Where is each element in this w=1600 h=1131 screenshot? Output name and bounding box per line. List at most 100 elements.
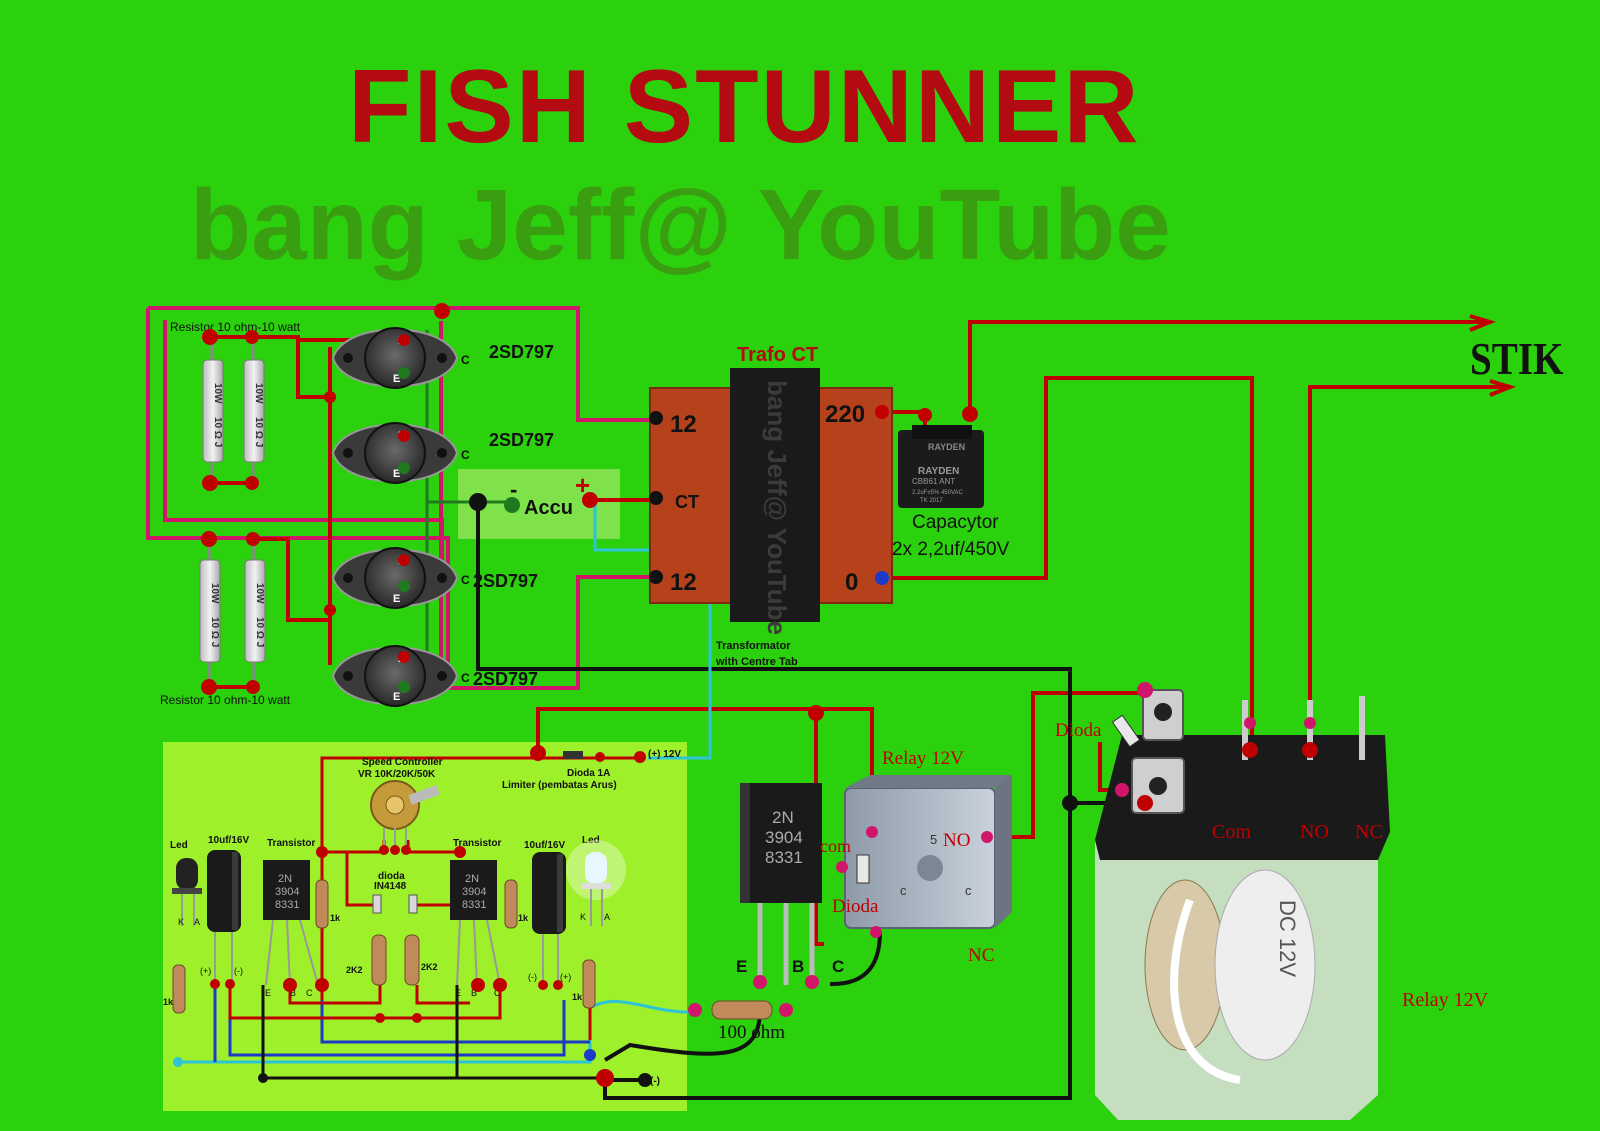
tl-b: B (290, 988, 296, 998)
transistor-right-label: Transistor (453, 838, 501, 849)
transistor-left-line2: 3904 (275, 886, 299, 898)
resistor-1k-a (315, 879, 329, 929)
small-relay-face-3: c (965, 883, 972, 898)
pin-e: E (393, 468, 400, 480)
big-relay-diode-label: Dioda (1055, 720, 1102, 741)
power-transistor-1-label: 2SD797 (489, 342, 554, 362)
transformer-title: Trafo CT (737, 344, 818, 366)
control-board-components: Dioda 1A Limiter (pembatas Arus) (+) 12V… (163, 749, 681, 1087)
pin-e: E (393, 593, 400, 605)
big-relay-com: Com (1212, 821, 1251, 843)
transistor-left-line1: 2N (278, 873, 292, 885)
resistor-r3-value: 10 Ω J (209, 617, 220, 647)
small-relay-face-1: 5 (930, 832, 937, 847)
led-right-label: Led (582, 835, 600, 846)
power-transistor-4: B E C 2SD797 (331, 645, 538, 707)
power-transistor-4-label: 2SD797 (473, 669, 538, 689)
small-relay-diode (856, 854, 870, 884)
pin-c: C (461, 353, 470, 367)
resistor-top-label: Resistor 10 ohm-10 watt (170, 320, 301, 334)
diode-1n4148-label-2: IN4148 (374, 881, 407, 892)
pin-c: C (461, 448, 470, 462)
led-left (172, 858, 202, 926)
transistor-left-label: Transistor (267, 838, 315, 849)
small-relay-com: com (820, 836, 851, 856)
capacitor-brand-top: RAYDEN (928, 442, 965, 452)
led-right-a: A (604, 912, 610, 922)
led-left-a: A (194, 917, 200, 927)
big-relay-diode (1111, 714, 1141, 748)
driver-body-1: 2N (772, 808, 794, 827)
resistor-bottom-label: Resistor 10 ohm-10 watt (160, 693, 291, 707)
black-wires (476, 502, 1140, 1100)
resistor-r4: 10W 10 Ω J (244, 541, 266, 685)
potentiometer (370, 780, 440, 850)
transistor-2n3904-right: 2N 3904 8331 (450, 860, 501, 986)
electrolytic-cap-right (532, 852, 566, 985)
magenta-wires (146, 306, 655, 690)
capacitor-label-2: 2x 2,2uf/450V (892, 539, 1010, 560)
transformer-pin-ct: CT (675, 492, 699, 512)
control-board (163, 742, 687, 1111)
tl-e: E (265, 988, 271, 998)
r-1k-label-d: 1k (572, 992, 583, 1002)
cap-left-minus: (-) (234, 966, 243, 976)
cap-right-plus: (+) (560, 972, 571, 982)
resistor-100-ohm-label: 100 ohm (718, 1022, 785, 1043)
transistor-right-line2: 3904 (462, 886, 486, 898)
resistor-r3-rating: 10W (209, 583, 220, 604)
diode-limiter (563, 751, 583, 759)
r-1k-label-a: 1k (330, 913, 341, 923)
led-left-k: K (178, 917, 184, 927)
resistor-2k2-left (371, 934, 387, 986)
resistor-1k-c (172, 964, 186, 1014)
diagram-title: FISH STUNNER (348, 49, 1141, 165)
led-right (566, 840, 626, 926)
small-relay-no: NO (943, 830, 970, 851)
cap-right-minus: (-) (528, 972, 537, 982)
big-relay-nc: NC (1355, 821, 1383, 843)
resistor-1k-d (582, 959, 596, 1009)
diode-1n4148-b (408, 894, 418, 914)
driver-body-3: 8331 (765, 848, 803, 867)
accu-battery: - Accu + (510, 470, 590, 519)
power-transistor-1: B E C 2SD797 (331, 327, 554, 389)
capacitor-spec: 2.2uF±5% 450VAC (912, 490, 964, 496)
speed-controller-label-1: Speed Controller (362, 757, 443, 768)
driver-body-2: 3904 (765, 828, 803, 847)
junction-dots (173, 303, 1318, 1087)
minus-label: (-) (650, 1076, 660, 1087)
cap-right-label: 10uf/16V (524, 840, 565, 851)
diode-limiter-label-2: Limiter (pembatas Arus) (502, 780, 617, 791)
pin-e: E (393, 373, 400, 385)
accu-minus: - (510, 477, 517, 502)
resistor-r1-rating: 10W (212, 383, 223, 404)
resistor-r1: 10W 10 Ω J (202, 340, 224, 480)
diode-1n4148-a (372, 894, 382, 914)
power-transistor-2-label: 2SD797 (489, 430, 554, 450)
transistor-2n3904-left: 2N 3904 8331 (263, 860, 319, 986)
pin-e: E (393, 691, 400, 703)
power-resistors: 10W 10 Ω J 10W 10 Ω J 10W 10 Ω J 10W 10 … (160, 320, 301, 707)
small-relay-nc: NC (968, 945, 994, 966)
diode-limiter-label-1: Dioda 1A (567, 768, 610, 779)
r-2k2-left-label: 2K2 (346, 965, 363, 975)
tr-b: B (471, 988, 477, 998)
small-relay: 5 c c Relay 12V com NO NC Dioda (820, 748, 1012, 966)
transformer-pin-12-top: 12 (670, 411, 697, 438)
resistor-1k-b (504, 879, 518, 929)
resistor-r4-value: 10 Ω J (254, 617, 265, 647)
film-capacitor: RAYDEN RAYDEN CBB61 ANT 2.2uF±5% 450VAC … (892, 425, 1010, 560)
r-1k-label-b: 1k (518, 913, 529, 923)
stik-output-label: STIK (1470, 333, 1564, 384)
transistor-left-line3: 8331 (275, 899, 299, 911)
transformer-pin-220: 220 (825, 401, 865, 428)
resistor-r4-rating: 10W (254, 583, 265, 604)
diode-1n4148-label-1: dioda (378, 871, 405, 882)
tr-c: C (494, 988, 501, 998)
resistor-r2: 10W 10 Ω J (243, 340, 265, 480)
pin-c: C (461, 671, 470, 685)
driver-pin-b: B (792, 957, 804, 976)
resistor-r2-rating: 10W (253, 383, 264, 404)
